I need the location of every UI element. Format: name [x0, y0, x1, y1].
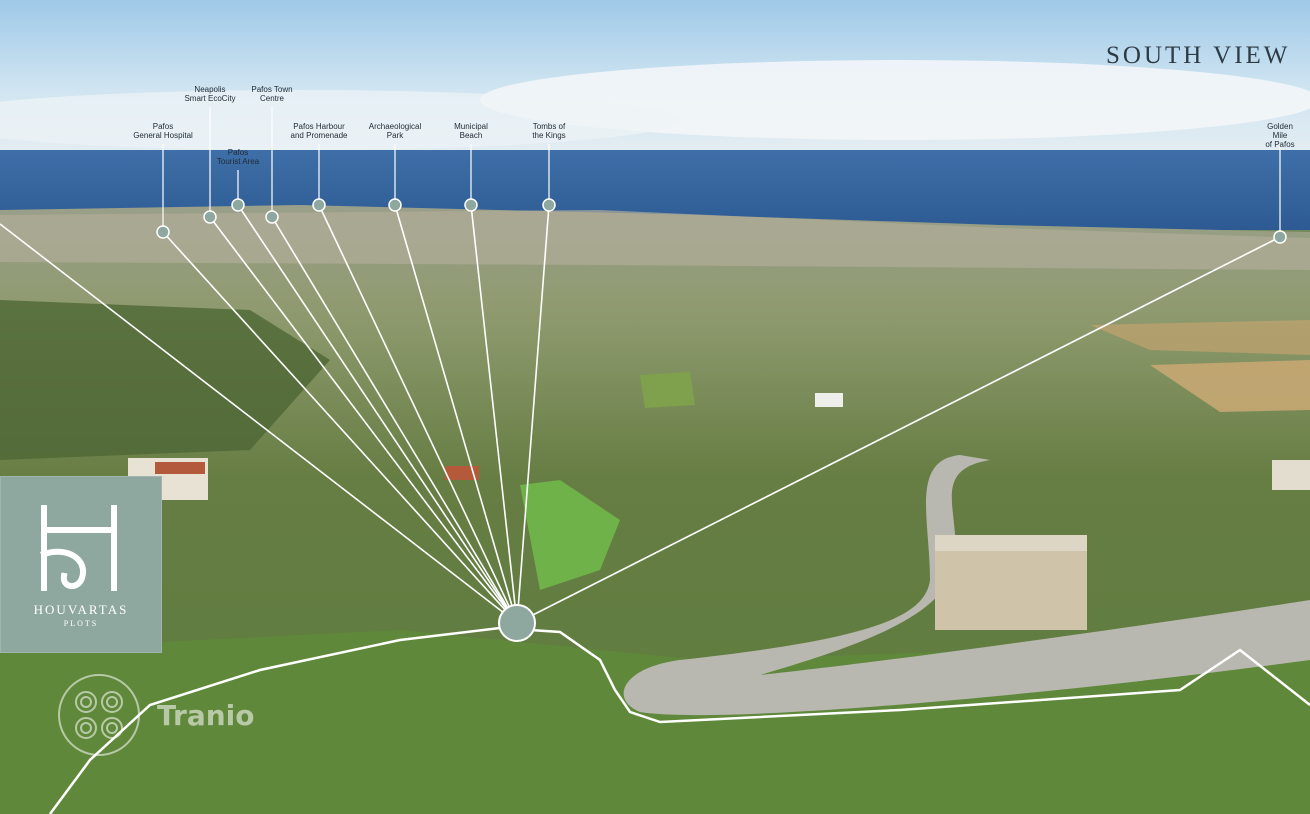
field [640, 372, 695, 408]
landmark-pin [265, 210, 279, 224]
cloud [480, 60, 1310, 140]
plot-boundary [48, 626, 1310, 814]
houvartas-logo: HOUVARTAS PLOTS [0, 476, 162, 653]
house [815, 393, 843, 407]
sight-line [162, 231, 518, 624]
sight-line [470, 204, 518, 624]
viewpoint-hub [498, 604, 536, 642]
sight-line [394, 204, 518, 624]
brand-name: HOUVARTAS [33, 602, 129, 617]
sight-line [0, 223, 518, 624]
field [1090, 320, 1310, 355]
landmark-label: Tombs of the Kings [532, 122, 566, 140]
watermark-text: Tranio [157, 699, 255, 732]
landmark-pin [203, 210, 217, 224]
field [1150, 360, 1310, 412]
landmark-pin [156, 225, 170, 239]
landmark-label: Municipal Beach [454, 122, 488, 140]
sight-line [516, 236, 1281, 624]
road [623, 455, 1310, 716]
house-roof [935, 535, 1087, 551]
house [935, 545, 1087, 630]
landmark-label: Golden Mile of Pafos [1265, 122, 1295, 149]
sight-lines [0, 107, 1287, 642]
sight-line [209, 216, 518, 624]
house [1272, 460, 1310, 490]
landmark-pin [542, 198, 556, 212]
landmark-label: Pafos Tourist Area [216, 148, 260, 166]
landmark-pin [1273, 230, 1287, 244]
grass-slope [520, 480, 620, 590]
landmark-label: Archaeological Park [368, 122, 422, 140]
monogram-icon [40, 505, 117, 591]
watermark-icon [58, 674, 140, 756]
sight-line [318, 204, 518, 624]
landmark-pin [231, 198, 245, 212]
brand-subtitle: PLOTS [63, 619, 99, 628]
view-title: SOUTH VIEW [1106, 42, 1291, 69]
town-area [0, 210, 1310, 270]
sight-line [271, 216, 518, 624]
hillside [0, 300, 330, 460]
sight-line [516, 204, 550, 624]
sight-line [237, 204, 518, 624]
house-roof [155, 462, 205, 474]
landmark-label: Pafos Harbour and Promenade [290, 122, 348, 140]
landmark-pin [312, 198, 326, 212]
landmark-label: Neapolis Smart EcoCity [184, 85, 236, 103]
landmark-pin [464, 198, 478, 212]
landmark-pin [388, 198, 402, 212]
house [445, 466, 479, 480]
landmark-label: Pafos General Hospital [133, 122, 193, 140]
cloud [0, 90, 680, 150]
landmark-label: Pafos Town Centre [251, 85, 293, 103]
